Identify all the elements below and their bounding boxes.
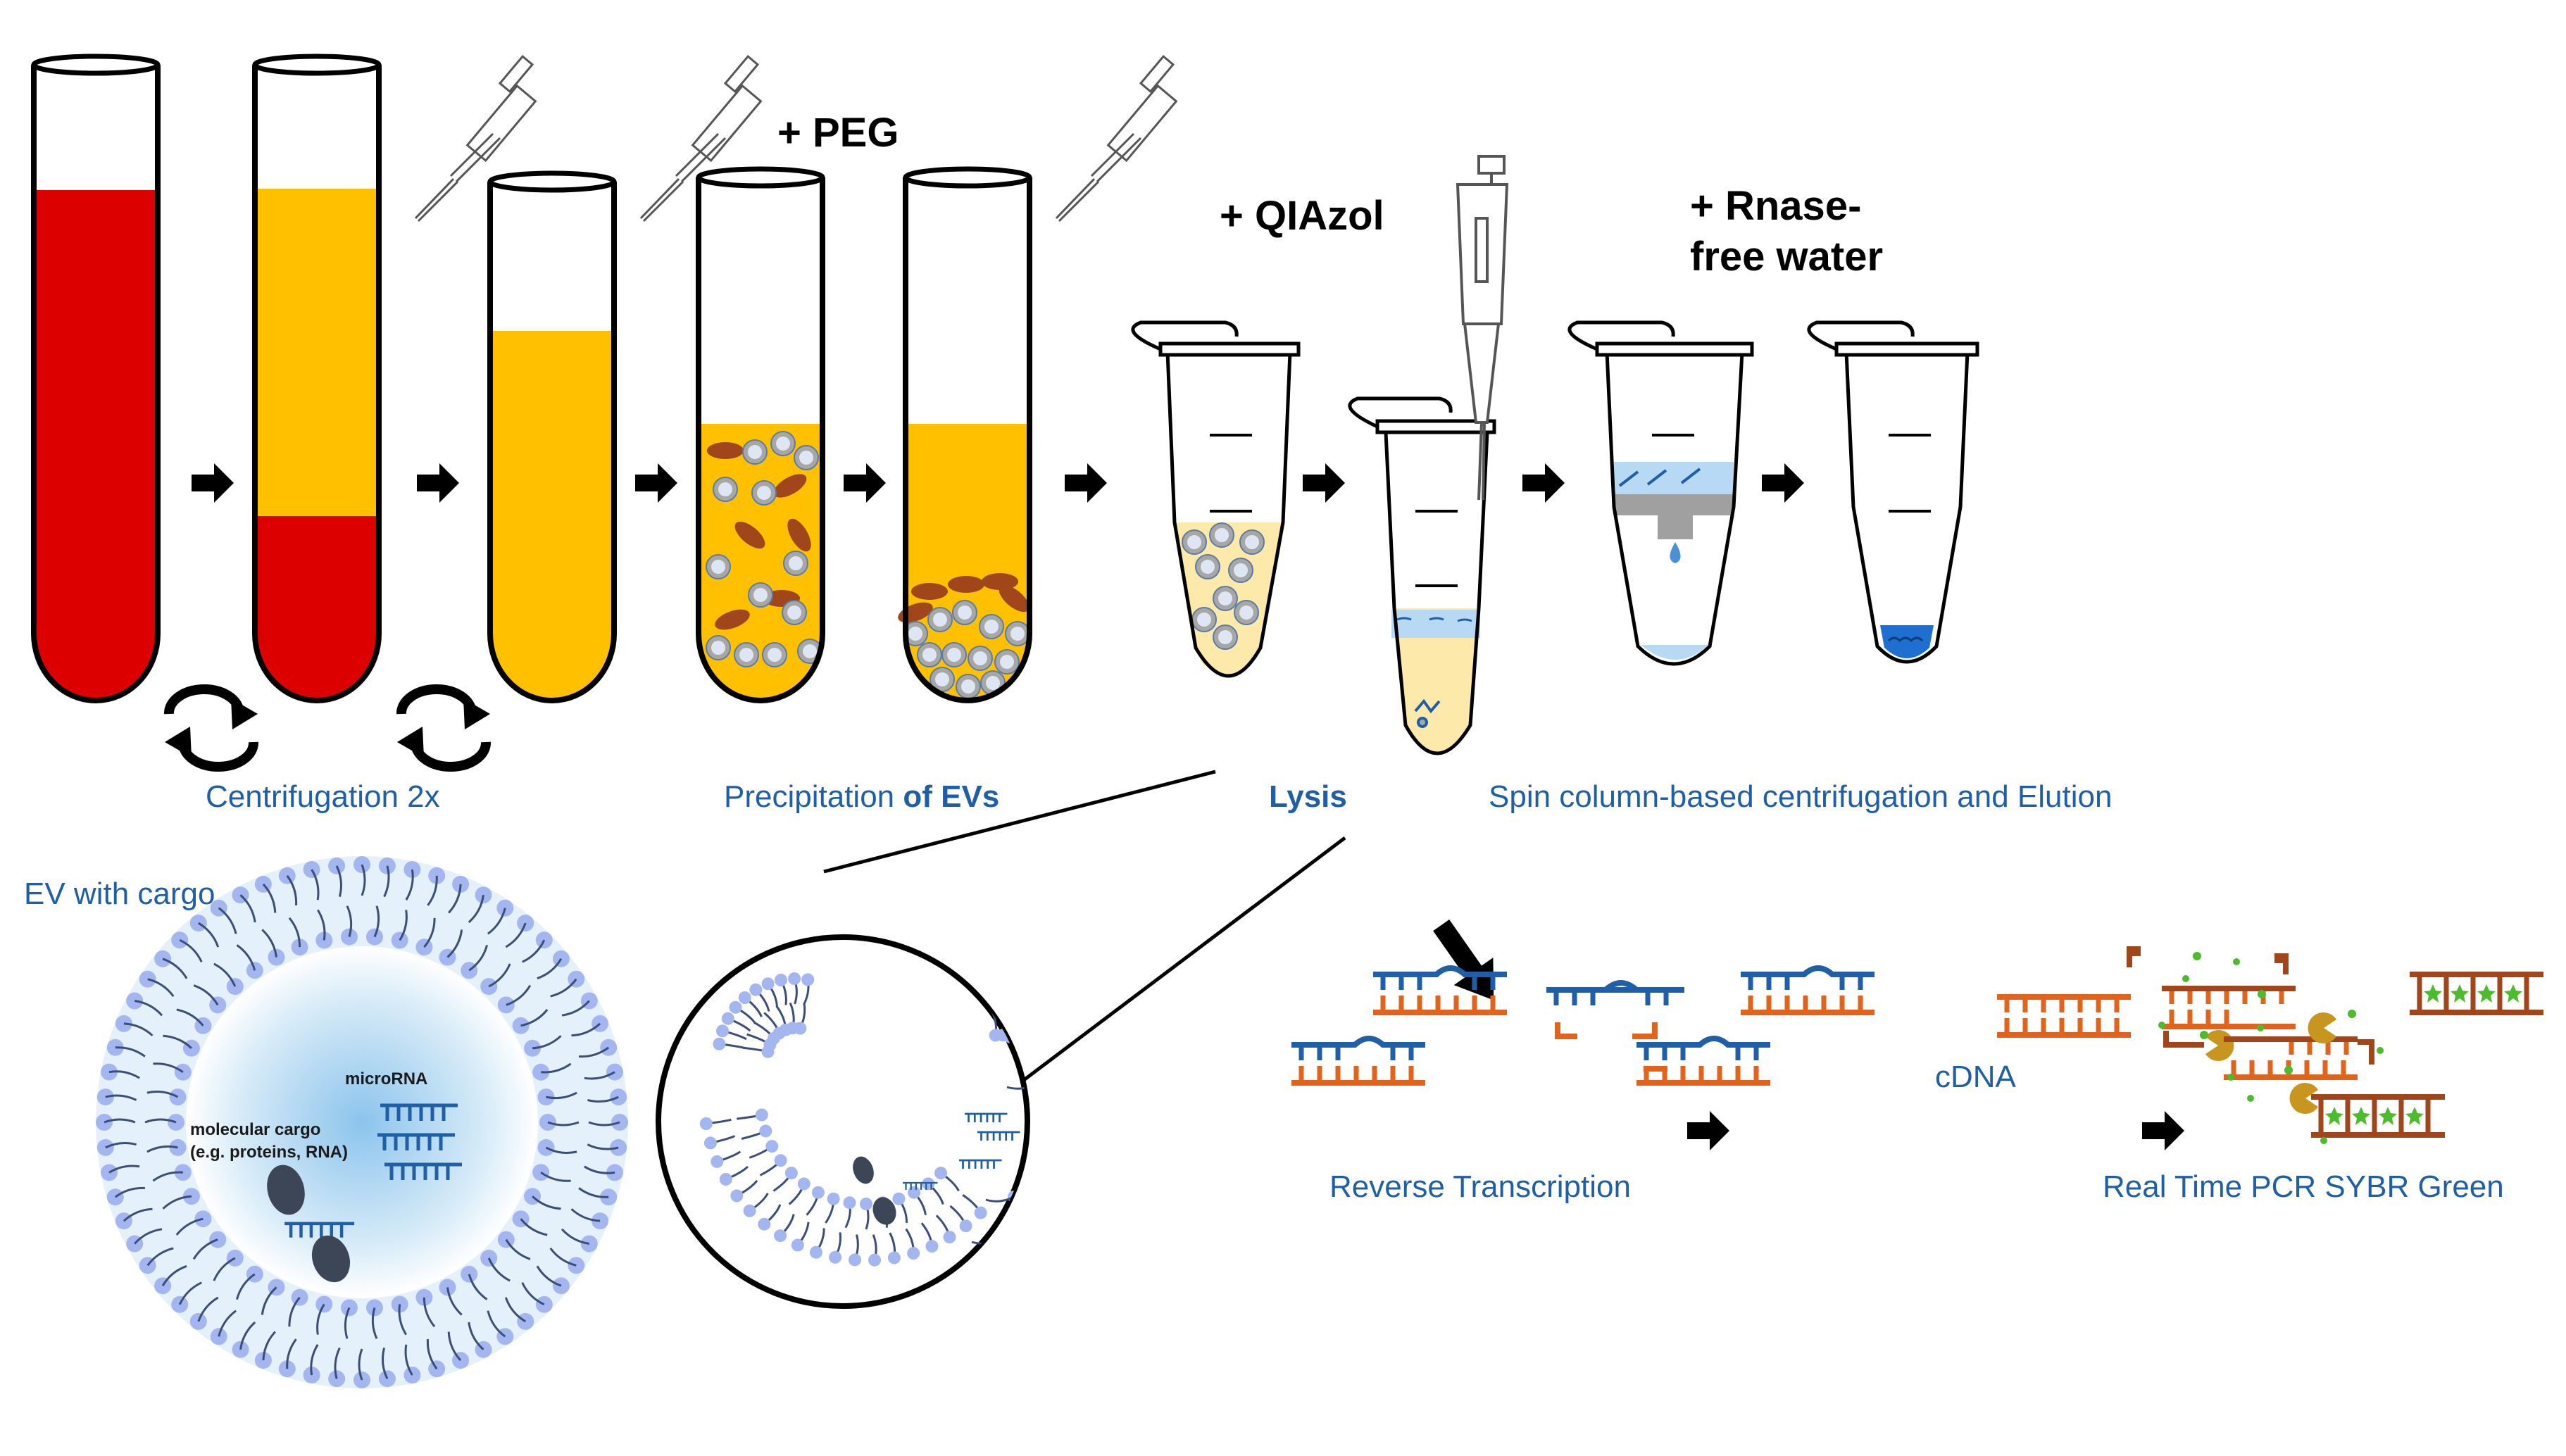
label-lysis: Lysis: [1269, 779, 1347, 814]
arrow-right-icon: [192, 463, 234, 503]
label-precipitation-suffix: of EVs: [903, 779, 999, 814]
label-centrifugation: Centrifugation 2x: [206, 779, 440, 814]
label-precipitation: Precipitation of EVs: [724, 779, 999, 814]
label-spin-column: Spin column-based centrifugation and Elu…: [1489, 779, 2112, 814]
arrow-right-icon: [417, 463, 459, 503]
label-peg: + PEG: [777, 110, 899, 156]
zoom-line-left: [823, 770, 1216, 874]
arrow-right-icon: [1065, 463, 1107, 503]
arrow-right-icon: [635, 463, 677, 503]
pcr-amplification-icon: [2127, 946, 2543, 1144]
spin-column-icon: [1567, 320, 1754, 666]
label-molecular-cargo-line2: (e.g. proteins, RNA): [190, 1143, 348, 1162]
microcentrifuge-tube-lysis: [1131, 320, 1301, 678]
label-real-time-pcr: Real Time PCR SYBR Green: [2103, 1169, 2504, 1204]
label-qiazol: + QIAzol: [1220, 193, 1384, 239]
tube-whole-blood: [31, 54, 161, 703]
label-molecular-cargo-line1: molecular cargo: [190, 1120, 320, 1139]
arrow-right-icon: [1687, 1111, 1729, 1150]
dna-duplex-icon: [1291, 968, 2131, 1086]
label-cdna: cDNA: [1935, 1060, 2017, 1094]
lipid-bilayer-icon: [656, 934, 1030, 1309]
tube-separated-plasma: [252, 54, 382, 703]
molecular-cargo-icon: [267, 1165, 351, 1283]
tube-peg-mixture: [696, 166, 825, 703]
label-rnase-line1: + Rnase-: [1690, 183, 1861, 229]
pipette-icon: [414, 55, 537, 222]
label-reverse-transcription: Reverse Transcription: [1329, 1169, 1631, 1204]
label-rnase-line2: free water: [1690, 234, 1883, 280]
label-precipitation-prefix: Precipitation: [724, 779, 903, 814]
microcentrifuge-tube-eluate: [1807, 320, 1979, 664]
arrow-right-icon: [1762, 463, 1804, 503]
arrow-right-icon: [1303, 463, 1345, 503]
arrow-right-icon: [1522, 463, 1565, 503]
label-microrna: microRNA: [345, 1069, 427, 1088]
tube-precipitated-evs: [895, 166, 1034, 703]
pipette-icon: [1055, 55, 1177, 222]
ev-vesicle-icon: [96, 856, 628, 1388]
microcentrifuge-tube-qiazol: [1348, 396, 1496, 755]
tube-plasma: [487, 170, 617, 703]
arrow-down-left-icon: [1433, 920, 1494, 1000]
rotation-arrows-icon: [397, 689, 490, 767]
zoom-line-right: [1017, 836, 1346, 1086]
arrow-right-icon: [844, 463, 886, 503]
label-ev-with-cargo: EV with cargo: [24, 877, 215, 911]
arrow-right-icon: [2142, 1111, 2184, 1150]
rotation-arrows-icon: [165, 689, 258, 767]
pipette-icon: [1456, 155, 1509, 501]
